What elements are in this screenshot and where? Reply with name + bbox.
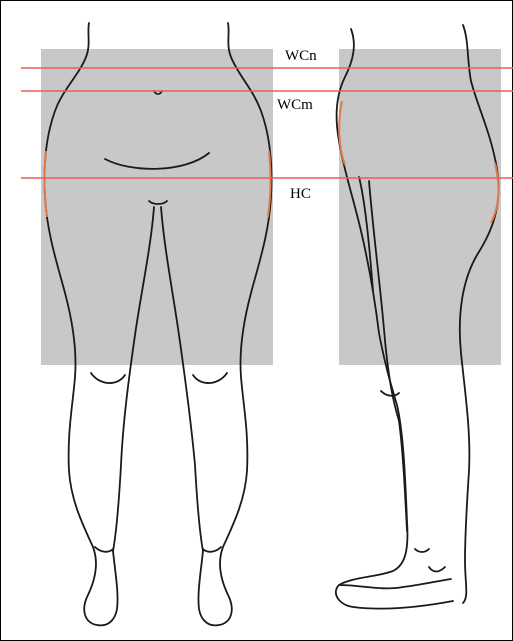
hc-label: HC bbox=[290, 187, 311, 202]
wcn-label: WCn bbox=[285, 49, 317, 64]
wcm-label: WCm bbox=[277, 98, 313, 113]
front-shaded-region bbox=[41, 49, 273, 365]
side-shaded-region bbox=[339, 49, 501, 365]
